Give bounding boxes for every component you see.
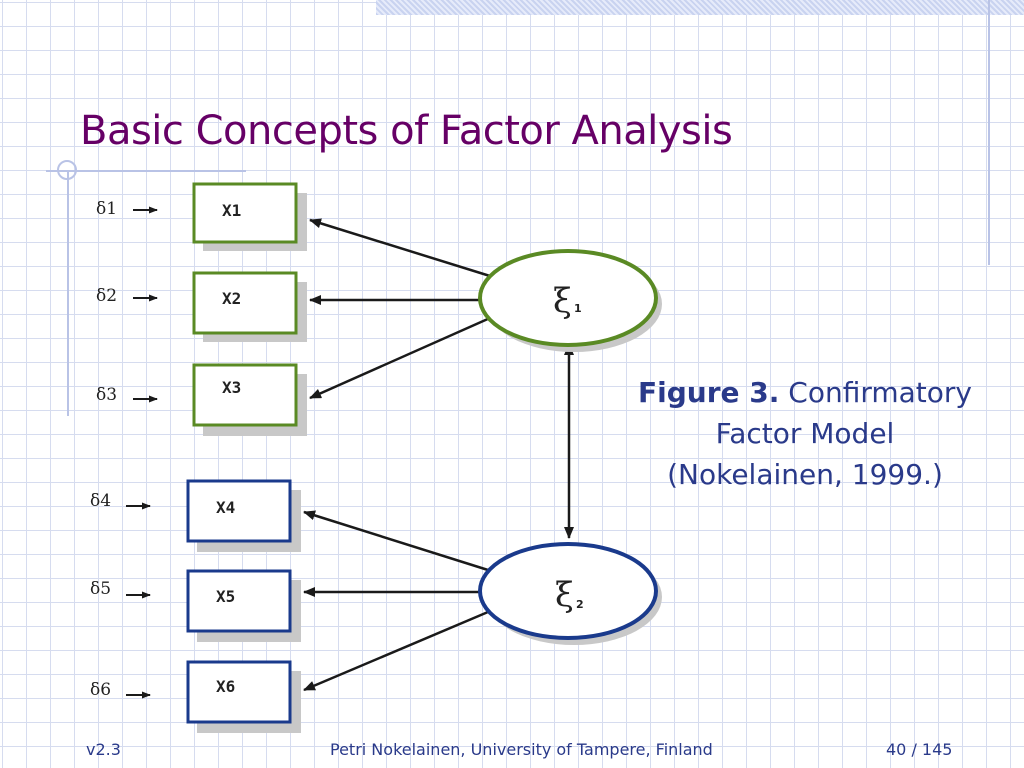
factor-2: ξ 2 (478, 542, 662, 645)
indicator-label-1: X1 (222, 201, 241, 220)
loading-arrows (303, 218, 491, 692)
error-label-1: δ1 (96, 199, 117, 219)
caption-title-part1: Confirmatory (779, 376, 972, 409)
factor-symbol-2: ξ (555, 575, 574, 615)
footer-page-number: 40 / 145 (886, 740, 953, 759)
indicator-label-6: X6 (216, 677, 235, 696)
error-term-1: δ1 (96, 199, 158, 219)
error-label-4: δ4 (90, 491, 111, 511)
slide-title: Basic Concepts of Factor Analysis (80, 108, 733, 154)
decorative-line-left (67, 170, 69, 416)
indicator-boxes: X1 X2 X3 X4 X5 X6 (186, 182, 307, 733)
indicator-label-2: X2 (222, 289, 241, 308)
factor-1: ξ 1 (478, 249, 662, 352)
decorative-line-right (988, 0, 990, 265)
footer-author: Petri Nokelainen, University of Tampere,… (330, 740, 713, 759)
loading-arrow-1 (309, 218, 491, 278)
indicator-box-4: X4 (186, 479, 301, 552)
factor-index-1: 1 (574, 302, 582, 315)
factor-ellipse-2 (478, 542, 658, 640)
indicator-rect-4 (186, 479, 292, 543)
figure-caption: Figure 3. Confirmatory Factor Model (Nok… (610, 372, 1000, 495)
indicator-rect-2 (192, 271, 298, 335)
indicator-box-6: X6 (186, 660, 301, 733)
error-term-4: δ4 (90, 491, 151, 511)
crosshair-ornament (57, 160, 77, 180)
error-terms: δ1 δ2 δ3 δ4 δ5 δ6 (90, 199, 158, 700)
caption-figure-number: Figure 3. (638, 376, 780, 409)
error-term-5: δ5 (90, 579, 151, 599)
error-label-2: δ2 (96, 286, 117, 306)
footer-version: v2.3 (86, 740, 121, 759)
error-term-6: δ6 (90, 680, 151, 700)
indicator-box-1: X1 (192, 182, 307, 251)
top-decorative-band (376, 0, 1024, 15)
caption-line-2: Factor Model (715, 417, 895, 450)
indicator-label-3: X3 (222, 378, 241, 397)
indicator-rect-5 (186, 569, 292, 633)
error-label-5: δ5 (90, 579, 111, 599)
caption-line-1: Figure 3. Confirmatory (610, 372, 1000, 413)
indicator-label-4: X4 (216, 498, 235, 517)
indicator-rect-1 (192, 182, 298, 244)
indicator-box-2: X2 (192, 271, 307, 342)
title-underline (46, 170, 246, 172)
indicator-label-5: X5 (216, 587, 235, 606)
error-label-3: δ3 (96, 385, 117, 405)
error-term-2: δ2 (96, 286, 158, 306)
indicator-box-5: X5 (186, 569, 301, 642)
factor-symbol-1: ξ (553, 281, 572, 321)
indicator-rect-6 (186, 660, 292, 724)
loading-arrow-6 (303, 610, 489, 692)
loading-arrow-3 (309, 316, 491, 400)
error-label-6: δ6 (90, 680, 111, 700)
error-term-3: δ3 (96, 385, 158, 405)
loading-arrow-4 (303, 510, 489, 572)
caption-line-3: (Nokelainen, 1999.) (667, 458, 943, 491)
indicator-box-3: X3 (192, 363, 307, 436)
factor-ellipse-1 (478, 249, 658, 347)
indicator-rect-3 (192, 363, 298, 427)
factor-index-2: 2 (576, 598, 584, 611)
